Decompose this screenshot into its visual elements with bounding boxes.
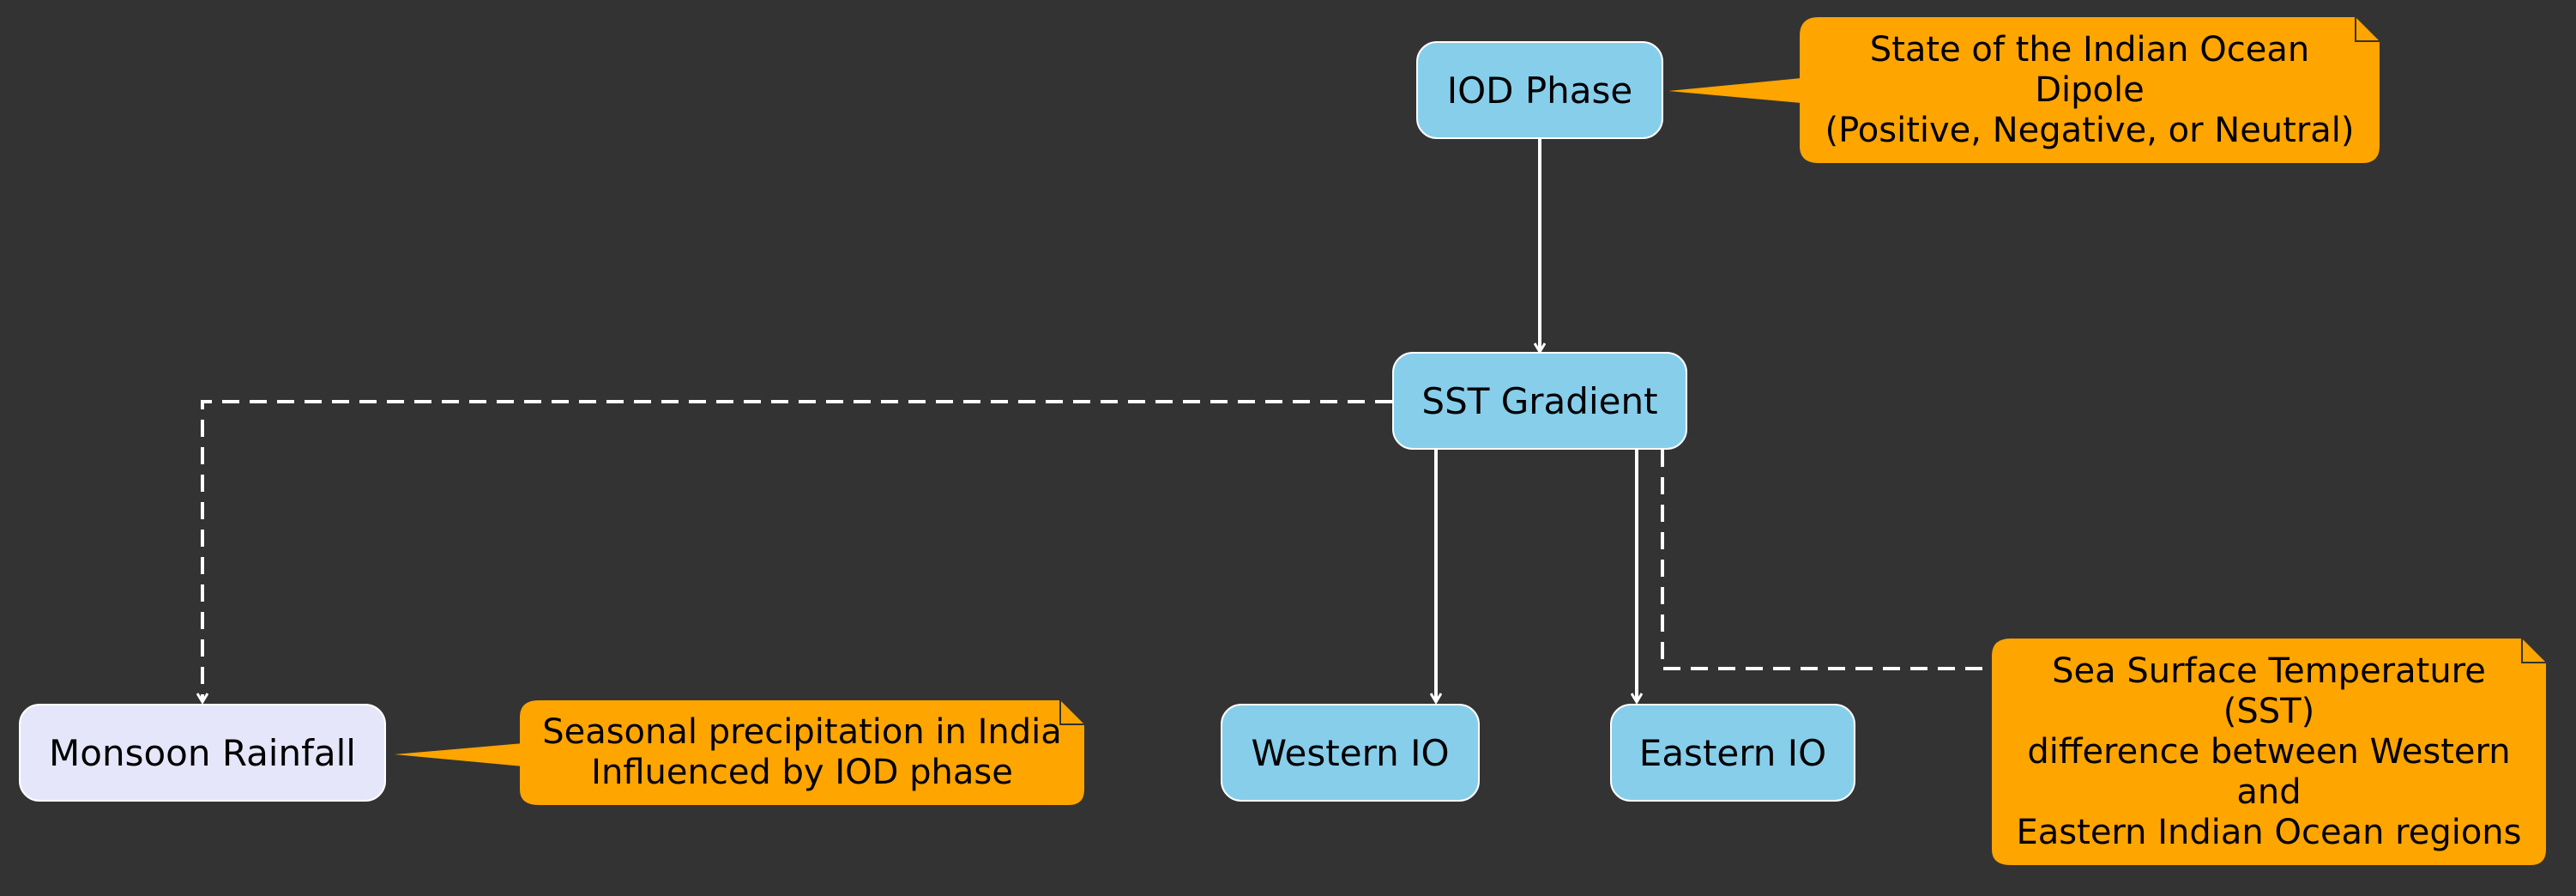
note-iod-phase-shape — [1800, 17, 2380, 163]
note-iod-phase — [1668, 17, 2380, 163]
note-monsoon-rainfall — [395, 700, 1084, 805]
note-sst-gradient — [1992, 639, 2546, 865]
note-connector-sst — [1661, 450, 1992, 670]
node-iod-phase[interactable]: IOD Phase — [1416, 41, 1663, 139]
edge-sst-to-monsoon — [202, 400, 1392, 702]
node-eastern-io[interactable]: Eastern IO — [1610, 704, 1855, 802]
note-sst-gradient-shape — [1992, 639, 2546, 865]
note-monsoon-rainfall-shape — [520, 700, 1084, 805]
note-line: Influenced by IOD phase — [591, 753, 1013, 792]
note-iod-phase-text: State of the Indian Ocean Dipole (Positi… — [1800, 17, 2380, 163]
note-monsoon-rainfall-text: Seasonal precipitation in India Influenc… — [520, 700, 1084, 805]
note-line: Dipole — [2035, 70, 2145, 110]
note-line: (Positive, Negative, or Neutral) — [1825, 110, 2355, 150]
note-monsoon-rainfall-fold — [1059, 700, 1084, 725]
node-monsoon-rainfall[interactable]: Monsoon Rainfall — [19, 704, 386, 802]
note-line: (SST) — [2223, 691, 2315, 731]
note-monsoon-rainfall-pointer — [395, 743, 523, 766]
note-line: and — [2236, 772, 2302, 812]
note-line: Eastern Indian Ocean regions — [2016, 812, 2522, 852]
note-sst-gradient-fold — [2521, 639, 2546, 663]
node-sst-gradient[interactable]: SST Gradient — [1392, 352, 1687, 450]
note-line: Sea Surface Temperature — [2052, 651, 2486, 691]
note-line: difference between Western — [2027, 731, 2511, 772]
note-line: State of the Indian Ocean — [1869, 29, 2310, 70]
note-iod-phase-fold — [2355, 17, 2380, 42]
node-western-io[interactable]: Western IO — [1221, 704, 1480, 802]
note-line: Seasonal precipitation in India — [542, 712, 1062, 752]
note-sst-gradient-text: Sea Surface Temperature (SST) difference… — [1992, 639, 2546, 865]
note-iod-phase-pointer — [1668, 78, 1801, 103]
